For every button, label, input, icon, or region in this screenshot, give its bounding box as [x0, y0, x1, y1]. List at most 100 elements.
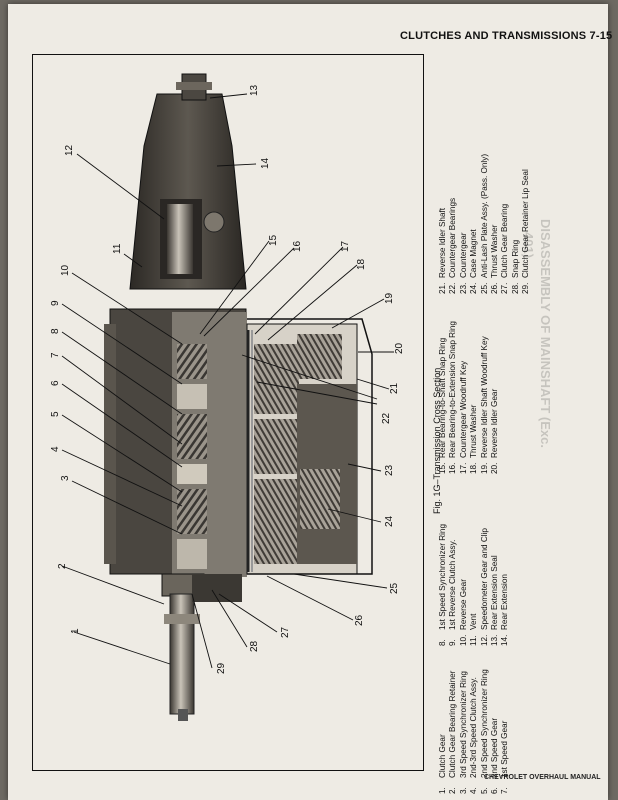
legend-text: Vent — [469, 613, 479, 630]
legend-number: 11. — [469, 635, 479, 646]
callout-16: 16 — [292, 240, 303, 252]
legend-number: 28. — [510, 282, 520, 294]
legend-number: 1. — [438, 787, 447, 794]
legend-text: Reverse Idler Shaft Woodruff Key — [479, 336, 489, 458]
legend-number: 2. — [448, 787, 458, 794]
legend-text: Rear Extension — [500, 574, 510, 630]
callout-26: 26 — [354, 614, 365, 626]
legend-number: 15. — [438, 462, 447, 474]
legend-text: Clutch Gear Bearing Retainer — [448, 670, 458, 778]
legend-text: Reverse Idler Gear — [490, 388, 500, 458]
callout-29: 29 — [216, 662, 227, 674]
legend-text: Speedometer Gear and Clip — [479, 528, 489, 630]
legend-text: Clutch Gear Retainer Lip Seal — [521, 169, 531, 278]
legend-text: Case Magnet — [469, 229, 479, 278]
legend-text: Thrust Washer — [490, 224, 500, 278]
legend-item: 18.Thrust Washer — [469, 338, 479, 474]
legend-text: Countergear Woodruff Key — [458, 360, 468, 458]
legend-item: 3. 3rd Speed Synchronizer Ring — [459, 658, 469, 794]
legend-text: 1st Speed Gear — [500, 720, 510, 778]
callout-11: 11 — [112, 243, 123, 254]
legend-item: 4. 2nd-3rd Speed Clutch Assy. — [469, 658, 479, 794]
legend-number: 14. — [500, 634, 510, 646]
legend-column-4: 21. Reverse Idler Shaft 22. Countergear Be… — [438, 153, 532, 294]
callout-24: 24 — [384, 515, 395, 527]
legend-item: 1. Clutch Gear — [438, 658, 448, 794]
page-header: CLUTCHES AND TRANSMISSIONS 7-15 — [400, 30, 613, 42]
legend-number: 21. — [438, 282, 447, 294]
callout-25: 25 — [389, 582, 400, 594]
callout-19: 19 — [384, 292, 395, 304]
legend-item: 14. Rear Extension — [500, 510, 510, 646]
legend-number: 13. — [490, 634, 500, 646]
legend-column-3: 15. Rear Bearing-to-Shaft Snap Ring 16. Re… — [438, 321, 500, 474]
legend-item: 27. Clutch Gear Bearing — [500, 158, 510, 294]
legend-item: 17.Countergear Woodruff Key — [459, 338, 469, 474]
legend-text: 2nd Speed Synchronizer Ring — [479, 669, 489, 778]
legend-text: Countergear — [458, 232, 468, 278]
legend-item: 19. Reverse Idler Shaft Woodruff Key — [479, 336, 490, 474]
callout-3: 3 — [60, 475, 71, 481]
page-footer: CHEVROLET OVERHAUL MANUAL — [484, 774, 601, 781]
callout-7: 7 — [50, 352, 61, 358]
legend-number: 24. — [469, 282, 479, 294]
legend-number: 22. — [448, 282, 458, 294]
legend-item: 2. Clutch Gear Bearing Retainer — [448, 658, 458, 794]
legend-item: 10.Reverse Gear — [459, 510, 469, 646]
legend-number: 27. — [500, 282, 510, 294]
callout-4: 4 — [50, 446, 61, 452]
legend-text: Rear Bearing-to-Shaft Snap Ring — [438, 337, 447, 458]
legend-number: 19. — [479, 462, 489, 474]
callout-8: 8 — [50, 328, 61, 334]
callout-23: 23 — [384, 464, 395, 476]
legend-number: 26. — [490, 282, 500, 294]
callout-22: 22 — [381, 412, 392, 424]
figure-legend: 1. Clutch Gear 2. Clutch Gear Bearing Reta… — [438, 34, 598, 794]
legend-item: 23. Countergear — [459, 158, 469, 294]
legend-text: Reverse Gear — [458, 579, 468, 630]
transmission-cross-section-figure: 1 2 3 4 5 6 7 8 9 10 11 12 13 14 15 16 1… — [50, 73, 405, 721]
callout-17: 17 — [340, 240, 351, 252]
legend-text: Clutch Gear Bearing — [500, 203, 510, 278]
legend-number: 20. — [490, 462, 500, 474]
legend-text: Countergear Bearings — [448, 197, 458, 278]
legend-column-2: 8. 1st Speed Synchronizer Ring 9.1st Reve… — [438, 510, 511, 646]
legend-item: 16. Rear Bearing-to-Extension Snap Ring — [448, 321, 458, 474]
legend-text: Clutch Gear — [438, 734, 447, 778]
legend-text: Reverse Idler Shaft — [438, 207, 447, 278]
legend-item: 28. Snap Ring — [511, 158, 521, 294]
legend-number: 12. — [479, 634, 489, 646]
legend-text: 1st Reverse Clutch Assy. — [448, 539, 458, 630]
callout-5: 5 — [50, 411, 61, 417]
callout-27: 27 — [280, 626, 291, 638]
legend-number: 8. — [438, 639, 447, 646]
legend-item: 21. Reverse Idler Shaft — [438, 158, 448, 294]
callout-9: 9 — [50, 300, 61, 306]
callout-14: 14 — [260, 157, 271, 169]
legend-text: 1st Speed Synchronizer Ring — [438, 523, 447, 630]
legend-item: 29.Clutch Gear Retainer Lip Seal — [521, 158, 531, 294]
legend-text: Snap Ring — [510, 239, 520, 278]
legend-item: 12. Speedometer Gear and Clip — [480, 510, 490, 646]
figure-frame — [32, 54, 424, 771]
legend-item: 15. Rear Bearing-to-Shaft Snap Ring — [438, 338, 448, 474]
callout-1: 1 — [70, 628, 81, 634]
callout-12: 12 — [64, 144, 75, 156]
legend-number: 3. — [458, 787, 468, 794]
legend-number: 23. — [458, 282, 468, 294]
legend-text: Anti-Lash Plate Assy. (Pass. Only) — [479, 153, 489, 278]
callout-28: 28 — [249, 640, 260, 652]
legend-item: 13.Rear Extension Seal — [490, 510, 500, 646]
legend-text: 2nd Speed Gear — [490, 717, 500, 778]
legend-text: 2nd-3rd Speed Clutch Assy. — [469, 677, 479, 778]
callout-18: 18 — [356, 258, 367, 270]
legend-number: 16. — [448, 462, 458, 474]
legend-item: 9.1st Reverse Clutch Assy. — [448, 510, 458, 646]
legend-text: 3rd Speed Synchronizer Ring — [458, 671, 468, 778]
legend-text: Rear Bearing-to-Extension Snap Ring — [448, 321, 458, 458]
callout-21: 21 — [389, 382, 400, 394]
legend-item: 22. Countergear Bearings — [448, 158, 458, 294]
callout-13: 13 — [249, 84, 260, 96]
legend-number: 4. — [469, 787, 479, 794]
legend-number: 25. — [479, 282, 489, 294]
